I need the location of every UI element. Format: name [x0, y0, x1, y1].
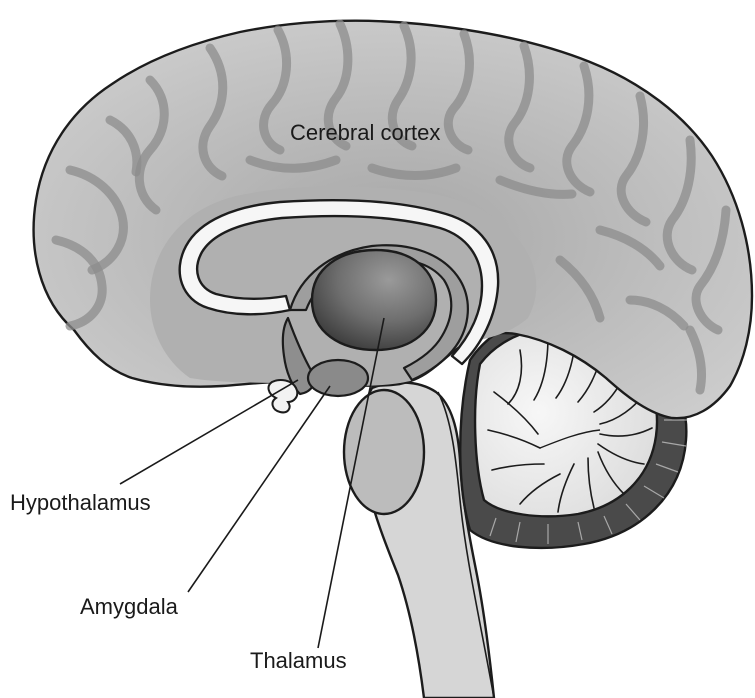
pituitary: [269, 380, 298, 412]
thalamus: [312, 250, 436, 350]
label-hypothalamus: Hypothalamus: [10, 490, 151, 515]
label-thalamus: Thalamus: [250, 648, 347, 673]
label-amygdala: Amygdala: [80, 594, 179, 619]
label-cerebral-cortex: Cerebral cortex: [290, 120, 440, 145]
hypothalamus-leader: [120, 380, 298, 484]
amygdala: [308, 360, 368, 396]
pons: [344, 390, 424, 514]
amygdala-leader: [188, 386, 330, 592]
